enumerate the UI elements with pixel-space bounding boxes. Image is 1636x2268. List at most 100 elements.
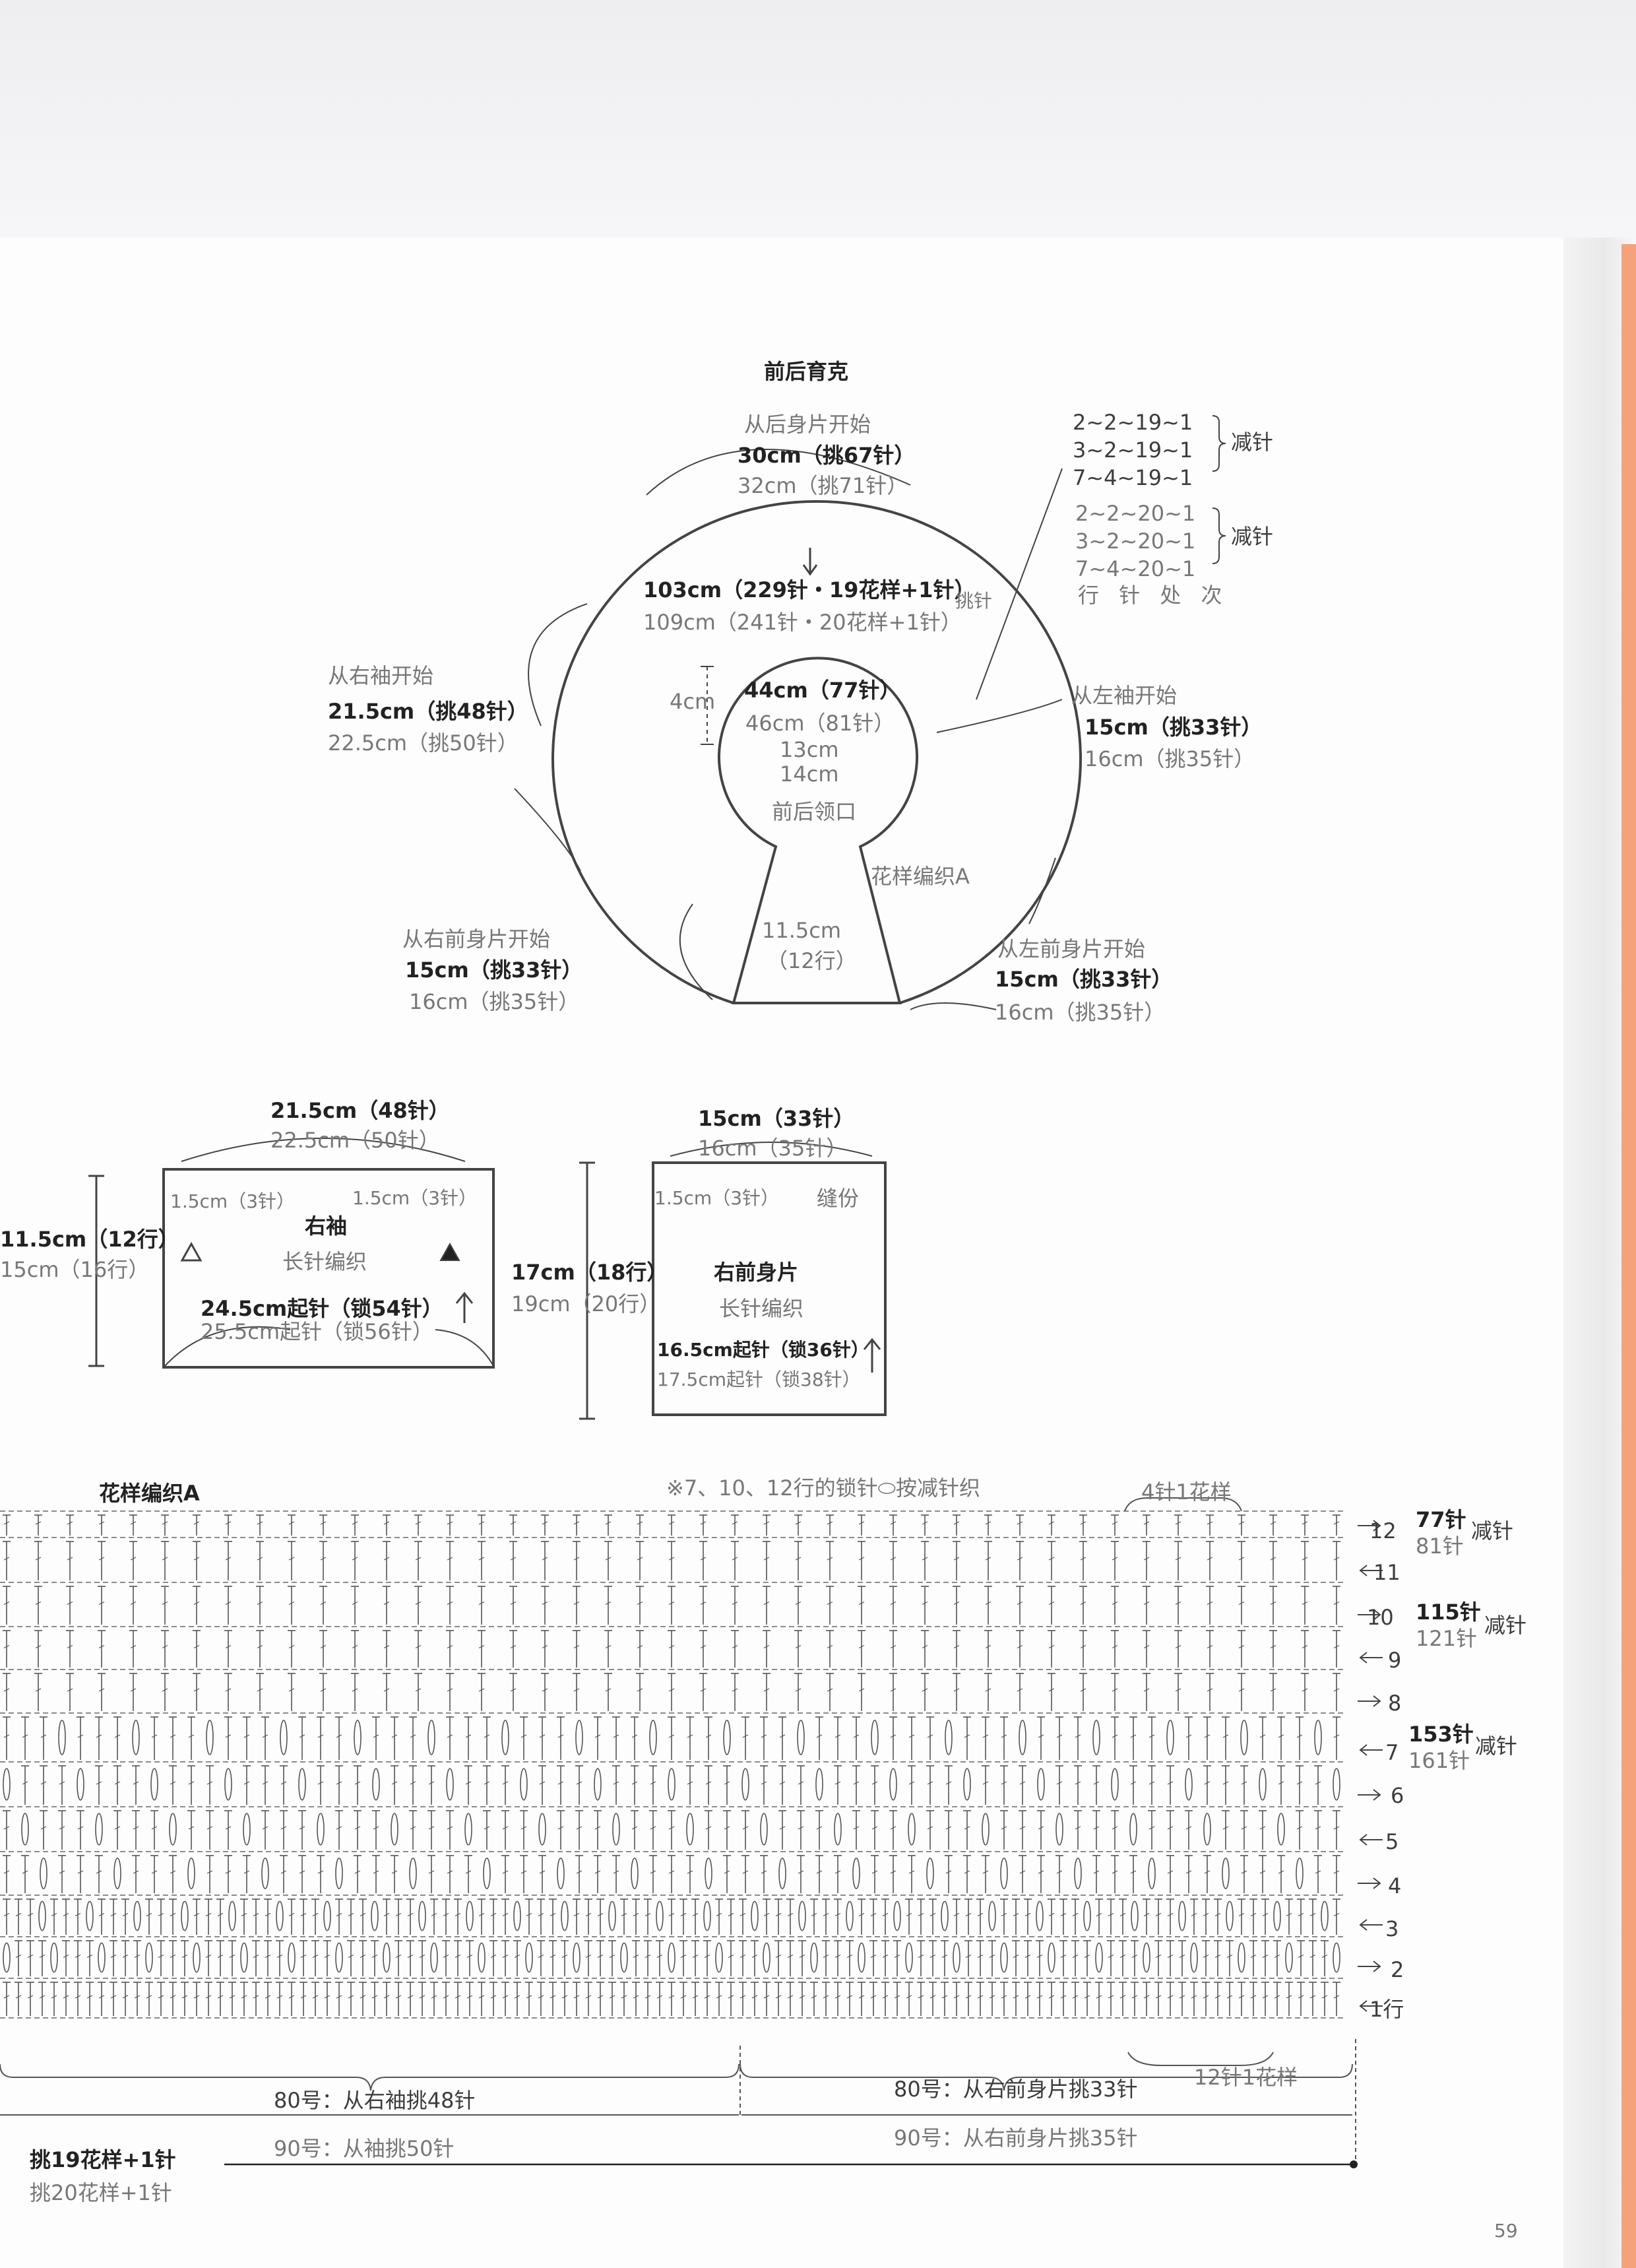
chart-stitch (1333, 1942, 1340, 1973)
chart-stitch (383, 1995, 390, 1999)
chart-stitch (77, 1768, 84, 1801)
chart-stitch (1207, 1688, 1213, 1692)
chart-stitch (243, 1870, 250, 1874)
chart-stitch (170, 1912, 176, 1917)
chart-stitch (1241, 1781, 1247, 1785)
chart-stitch (383, 1601, 390, 1605)
chart-stitch (1204, 1870, 1211, 1874)
chart-stitch (945, 1826, 952, 1830)
chart-stitch (557, 1734, 564, 1738)
chart-stitch (502, 1954, 509, 1959)
chart-stitch (761, 1870, 767, 1874)
chart-stitch (823, 1995, 829, 1999)
chart-stitch (58, 1720, 66, 1755)
chart-stitch (130, 1644, 137, 1649)
chart-stitch (240, 1942, 248, 1973)
chart-stitch (985, 1644, 991, 1649)
row-label-9: 9 (1388, 1648, 1402, 1673)
chart-stitch (188, 1734, 195, 1738)
chart-stitch (1270, 1557, 1276, 1561)
chart-stitch (1333, 1912, 1340, 1917)
chart-stitch (383, 1912, 390, 1917)
chart-stitch (573, 1557, 580, 1561)
chart-stitch (110, 1954, 117, 1959)
chart-stitch (484, 1781, 490, 1785)
chart-stitch (288, 1557, 295, 1561)
chart-stitch (724, 1826, 730, 1830)
chart-stitch (288, 1688, 295, 1692)
front-bottom-a: 16.5cm起针（锁36针） (657, 1339, 869, 1361)
chart-stitch (1048, 1521, 1055, 1525)
chart-stitch (133, 1900, 141, 1931)
chart-stitch (22, 1734, 28, 1738)
chart-stitch (1075, 1826, 1081, 1830)
sleeve-height-a: 11.5cm（12行） (0, 1227, 179, 1252)
chart-stitch (253, 1912, 259, 1917)
chart-stitch (1191, 1995, 1197, 1999)
chart-stitch (613, 1781, 619, 1785)
chart-stitch (205, 1995, 212, 1999)
sleeve-diagram (88, 1138, 495, 1369)
page-number: 59 (1494, 2220, 1518, 2242)
chart-stitch (59, 1826, 65, 1830)
chart-stitch (573, 1995, 580, 1999)
front-height-b: 19cm（20行） (511, 1291, 661, 1316)
chart-stitch (265, 1954, 271, 1959)
chart-stitch (67, 1557, 73, 1561)
chart-stitch (206, 1781, 213, 1785)
chart-stitch (982, 1870, 989, 1874)
decrease-row-4: 2~2~20~1 (1075, 501, 1196, 526)
yoke-neck-width-a: 13cm (780, 737, 839, 762)
chart-stitch (908, 1870, 915, 1874)
chart-stitch (427, 1720, 435, 1755)
row10-decrease: 减针 (1484, 1613, 1527, 1638)
chart-stitch (1241, 1870, 1247, 1874)
chart-stitch (988, 1900, 996, 1931)
chart-stitch (418, 1900, 426, 1931)
chart-stitch (243, 1781, 250, 1785)
chart-stitch (490, 1954, 497, 1959)
chart-stitch (542, 1557, 548, 1561)
chart-stitch (1013, 1912, 1019, 1917)
chart-stitch (1095, 1942, 1103, 1973)
chart-stitch (1296, 1826, 1303, 1830)
row-arrow (1358, 1960, 1381, 1972)
chart-stitch (447, 1644, 453, 1649)
chart-stitch (834, 1954, 841, 1959)
chart-stitch (348, 1912, 354, 1917)
chart-stitch (816, 1734, 823, 1738)
chart-stitch (317, 1734, 324, 1738)
chart-stitch (371, 1954, 378, 1959)
chart-stitch (982, 1813, 990, 1846)
chart-stitch (520, 1870, 527, 1874)
chart-stitch (317, 1781, 324, 1785)
chart-stitch (336, 1995, 342, 1999)
chart-stitch (1302, 1557, 1308, 1561)
chart-stitch (170, 1870, 176, 1874)
chart-stitch (98, 1688, 105, 1692)
chart-stitch (1286, 1995, 1292, 1999)
chart-stitch (918, 1995, 924, 1999)
right-front-start-size-a: 15cm（挑33针） (405, 957, 583, 983)
chart-stitch (633, 1912, 639, 1917)
chart-stitch (257, 1557, 263, 1561)
chart-stitch (86, 1995, 93, 1999)
chart-stitch (312, 1954, 319, 1959)
chart-stitch (561, 1954, 568, 1959)
row-label-6: 6 (1391, 1783, 1404, 1808)
chart-stitch (700, 1521, 707, 1525)
chart-stitch (288, 1644, 295, 1649)
chart-stitch (870, 1995, 877, 1999)
chart-stitch (407, 1954, 414, 1959)
chart-stitch (539, 1781, 546, 1785)
chart-stitch (605, 1521, 612, 1525)
chart-stitch (288, 1521, 295, 1525)
chart-stitch (1019, 1720, 1026, 1755)
chart-stitch (465, 1870, 472, 1874)
chart-stitch (597, 1995, 604, 1999)
chart-stitch (1130, 1781, 1137, 1785)
chart-stitch (526, 1912, 532, 1917)
chart-stitch (550, 1912, 556, 1917)
chart-stitch (705, 1734, 712, 1738)
chart-stitch (680, 1912, 687, 1917)
